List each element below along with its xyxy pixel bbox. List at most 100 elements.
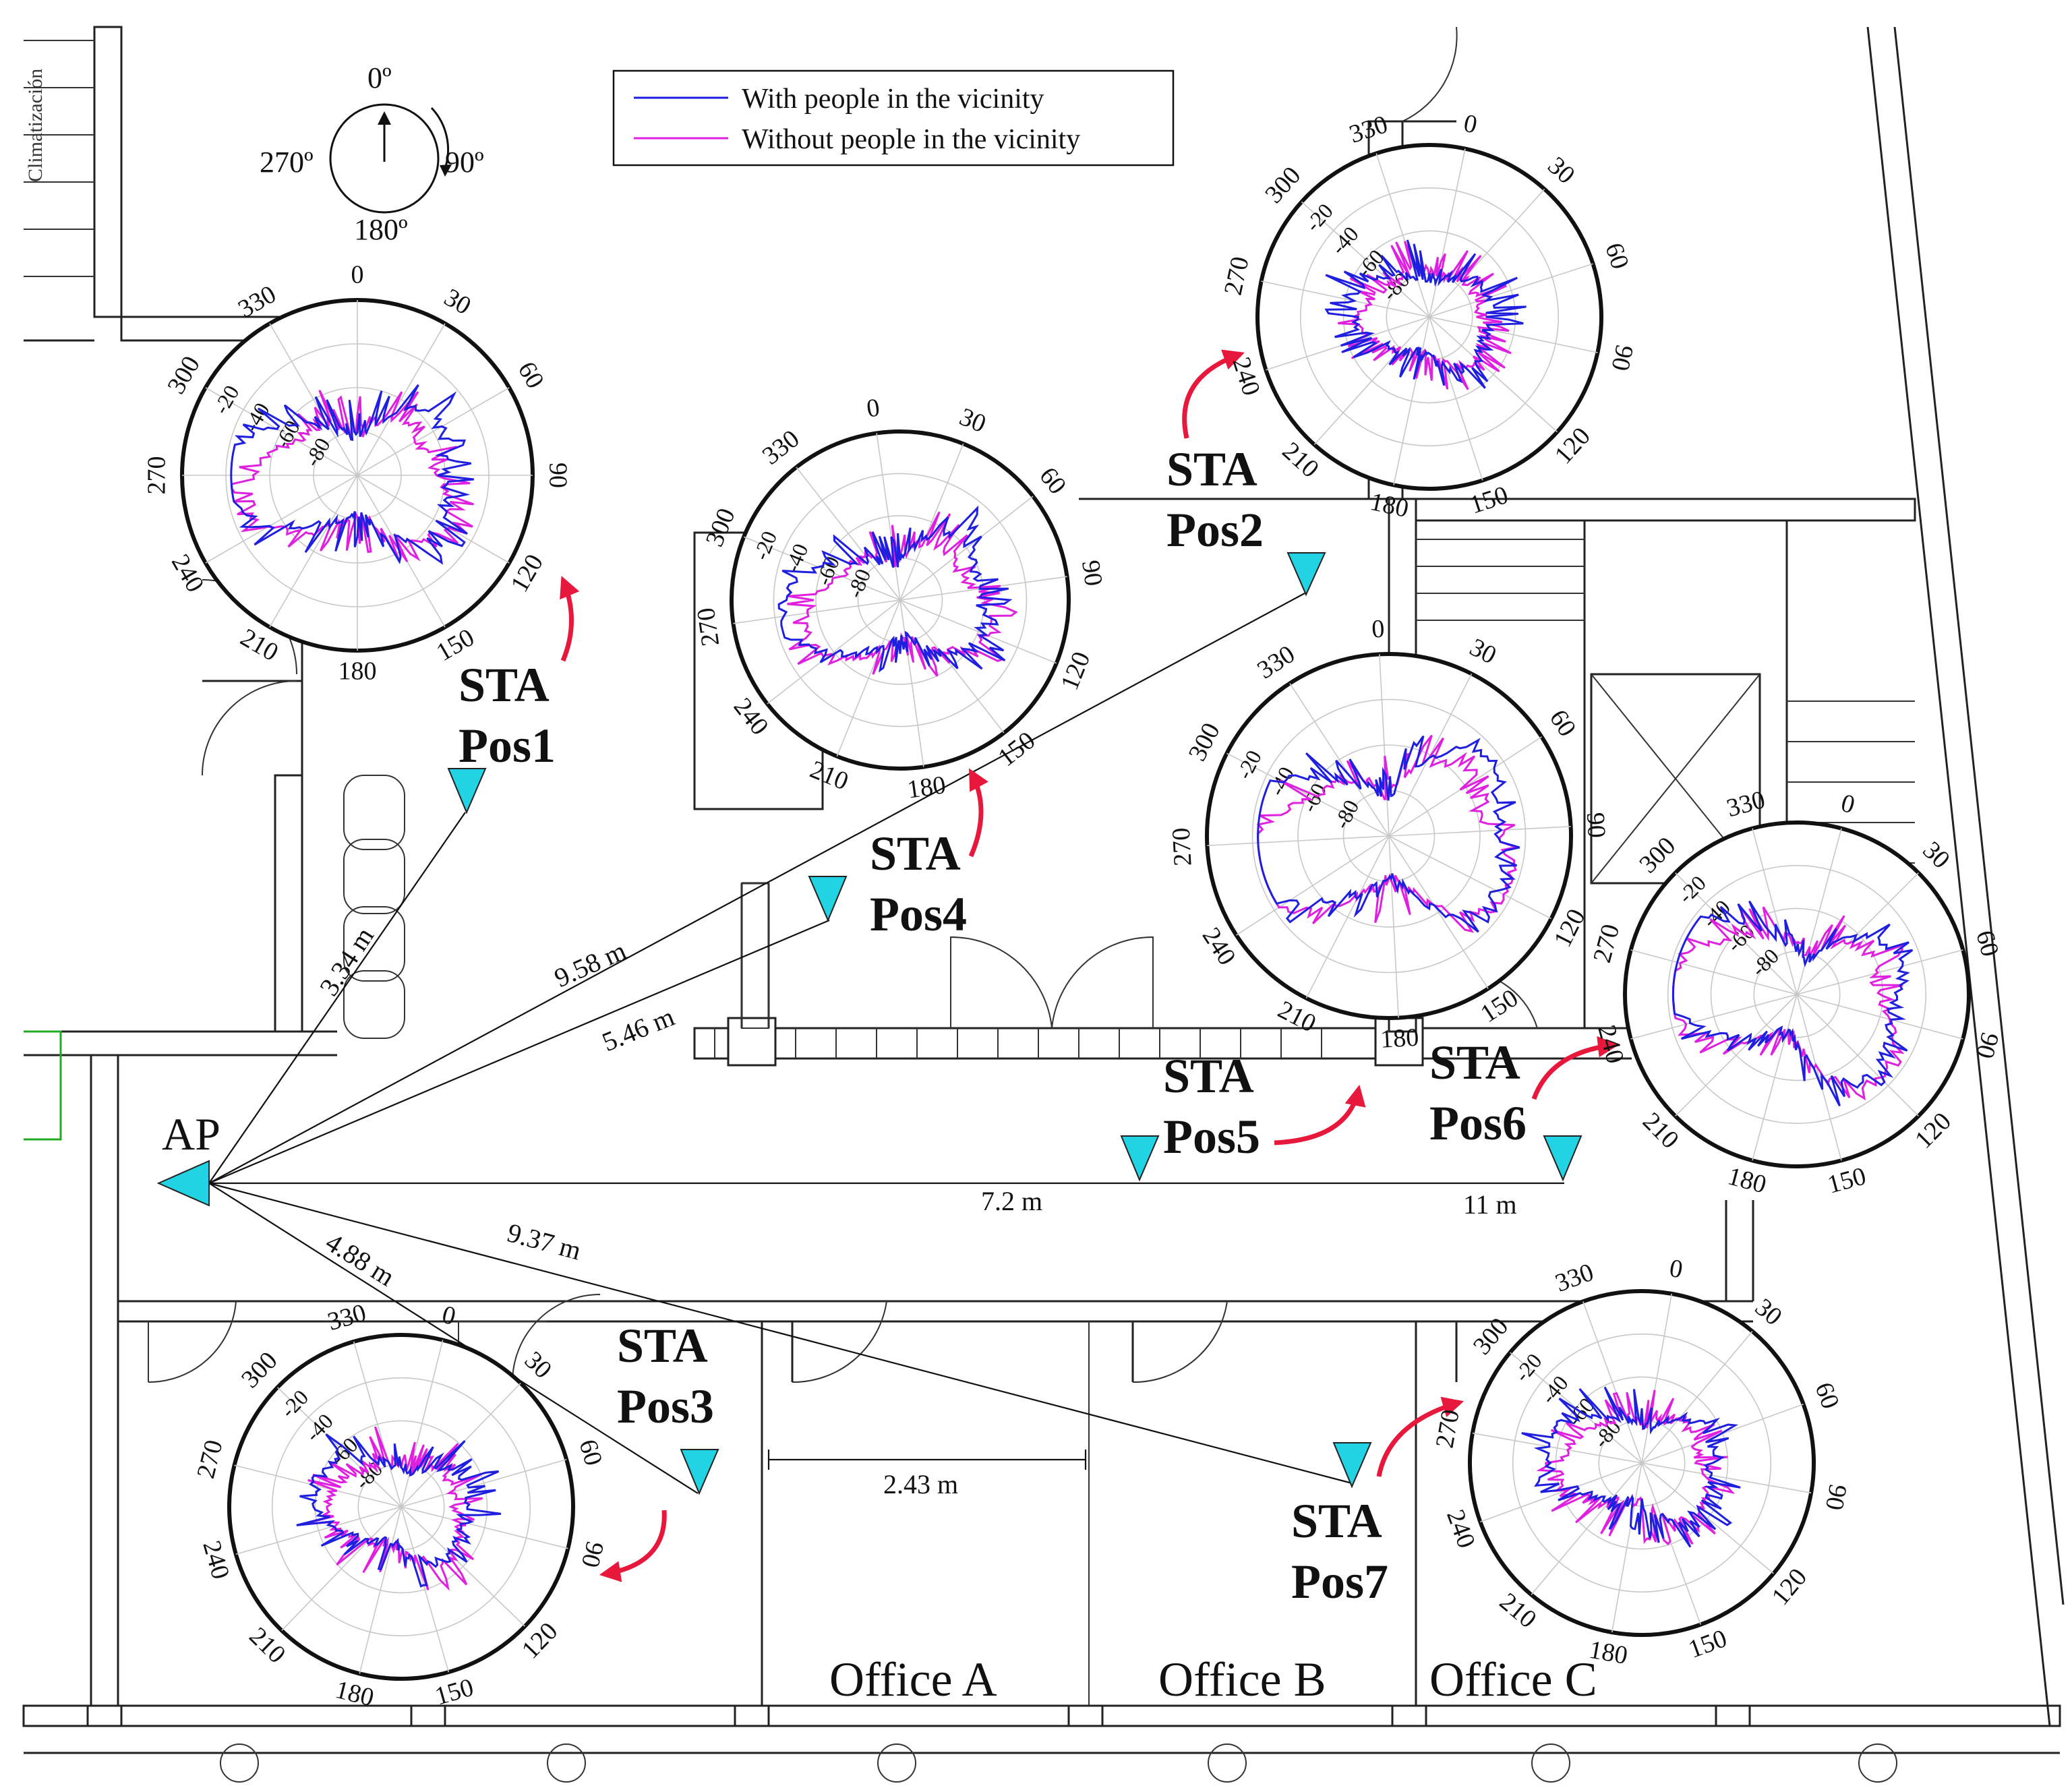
angle-tick: 150 bbox=[1685, 1624, 1731, 1664]
angle-tick: 0 bbox=[1461, 109, 1479, 140]
angle-tick: 30 bbox=[519, 1346, 558, 1384]
access-point: AP bbox=[156, 1108, 220, 1207]
distance-pos2: 9.58 m bbox=[550, 935, 630, 993]
distance-office-width: 2.43 m bbox=[883, 1469, 958, 1499]
pattern-without-people bbox=[301, 1426, 483, 1591]
angle-tick: 270 bbox=[1167, 827, 1197, 867]
legend-label-with-people: With people in the vicinity bbox=[742, 84, 1044, 115]
angle-tick: 330 bbox=[1252, 640, 1300, 684]
angle-tick: 60 bbox=[1970, 928, 2004, 960]
angle-tick: 90 bbox=[576, 1539, 610, 1570]
angle-tick: 0 bbox=[1667, 1254, 1685, 1284]
angle-tick: 270 bbox=[1219, 254, 1255, 297]
angle-tick: 300 bbox=[162, 351, 206, 398]
angle-tick: 60 bbox=[1544, 705, 1582, 742]
angle-tick: 270 bbox=[692, 606, 726, 648]
angle-tick: 90 bbox=[1076, 558, 1108, 587]
distance-pos7: 9.37 m bbox=[504, 1217, 585, 1265]
angle-tick: 330 bbox=[324, 1299, 369, 1336]
ap-links bbox=[208, 593, 1564, 1494]
compass: 0º 90º 180º 270º bbox=[260, 61, 484, 246]
pattern-without-people bbox=[1256, 734, 1520, 933]
angle-tick: 30 bbox=[1465, 633, 1501, 670]
office-c-label: Office C bbox=[1429, 1652, 1597, 1706]
angle-tick: 30 bbox=[440, 283, 476, 320]
arrow-pos5 bbox=[1274, 1084, 1366, 1145]
link-pos4 bbox=[208, 919, 830, 1185]
pattern-with-people bbox=[1257, 735, 1520, 933]
angle-tick: 90 bbox=[543, 463, 572, 488]
pattern-without-people bbox=[787, 511, 1018, 677]
angle-tick: 150 bbox=[1467, 481, 1512, 520]
ap-label: AP bbox=[162, 1108, 220, 1160]
compass-90-label: 90º bbox=[445, 146, 484, 179]
angle-tick: 150 bbox=[1825, 1162, 1869, 1199]
rotation-arrows bbox=[560, 349, 1620, 1582]
angle-tick: 0 bbox=[865, 393, 882, 423]
angle-tick: 180 bbox=[338, 657, 377, 686]
pattern-with-people bbox=[1671, 900, 1914, 1107]
sta-pos3-marker bbox=[680, 1449, 719, 1495]
pattern-with-people bbox=[230, 384, 474, 565]
angle-tick: 240 bbox=[197, 1538, 235, 1582]
polar-plot-pos6: 0306090120150180210240270300330-20-40-60… bbox=[1588, 785, 2005, 1199]
pattern-with-people bbox=[777, 505, 1013, 673]
angle-tick: 330 bbox=[1551, 1258, 1597, 1298]
angle-tick: 180 bbox=[1380, 1023, 1419, 1054]
angle-tick: 90 bbox=[1581, 812, 1611, 839]
polar-plot-pos7: 0306090120150180210240270300330-20-40-60… bbox=[1431, 1254, 1852, 1670]
arrow-pos6 bbox=[1531, 1036, 1620, 1100]
angle-tick: 0 bbox=[1371, 615, 1385, 644]
compass-270-label: 270º bbox=[260, 146, 314, 179]
ap-marker bbox=[156, 1160, 210, 1207]
distance-pos3: 4.88 m bbox=[320, 1226, 400, 1292]
distance-pos1: 3.34 m bbox=[314, 922, 380, 1001]
angle-tick: 330 bbox=[1346, 110, 1391, 149]
distance-pos5: 7.2 m bbox=[981, 1186, 1042, 1216]
angle-tick: 30 bbox=[1542, 151, 1580, 189]
angle-tick: 90 bbox=[1820, 1482, 1852, 1512]
angle-tick: 30 bbox=[955, 402, 990, 438]
link-pos2 bbox=[208, 593, 1305, 1184]
angle-tick: 60 bbox=[1034, 462, 1071, 500]
legend-label-without-people: Without people in the vicinity bbox=[742, 124, 1080, 155]
angle-tick: 330 bbox=[1723, 785, 1768, 823]
angle-tick: 0 bbox=[351, 261, 364, 289]
angle-tick: 180 bbox=[1367, 487, 1411, 523]
arrow-pos1 bbox=[560, 576, 580, 662]
angle-tick: 60 bbox=[512, 357, 550, 393]
sta-pos1-marker bbox=[447, 768, 487, 814]
angle-tick: 300 bbox=[1183, 719, 1226, 766]
sta-pos2-marker bbox=[1286, 552, 1326, 597]
legend: With people in the vicinity Without peop… bbox=[612, 69, 1175, 167]
angle-tick: 60 bbox=[1809, 1379, 1844, 1412]
office-a-label: Office A bbox=[829, 1652, 997, 1706]
link-pos1 bbox=[208, 812, 466, 1184]
arrow-pos4 bbox=[968, 768, 988, 858]
arrow-pos3 bbox=[599, 1510, 667, 1582]
compass-0-label: 0º bbox=[367, 61, 392, 94]
link-pos7 bbox=[208, 1182, 1353, 1485]
polar-plot-pos5: 0306090120150180210240270300330-20-40-60… bbox=[1167, 615, 1611, 1054]
compass-180-label: 180º bbox=[354, 213, 408, 246]
office-labels: Office A Office B Office C bbox=[829, 1652, 1597, 1706]
angle-tick: 180 bbox=[1725, 1162, 1769, 1199]
angle-tick: 30 bbox=[1750, 1293, 1787, 1332]
angle-tick: 240 bbox=[1226, 354, 1266, 399]
pattern-with-people bbox=[1521, 1386, 1741, 1548]
angle-tick: 240 bbox=[1441, 1506, 1481, 1552]
angle-tick: 270 bbox=[143, 456, 171, 495]
arrow-pos7 bbox=[1376, 1396, 1464, 1477]
sta-pos4-marker bbox=[808, 876, 848, 922]
pattern-with-people bbox=[296, 1433, 502, 1588]
angle-tick: 180 bbox=[1587, 1636, 1630, 1670]
angle-tick: 270 bbox=[1431, 1408, 1465, 1450]
arrow-pos2 bbox=[1182, 349, 1245, 439]
